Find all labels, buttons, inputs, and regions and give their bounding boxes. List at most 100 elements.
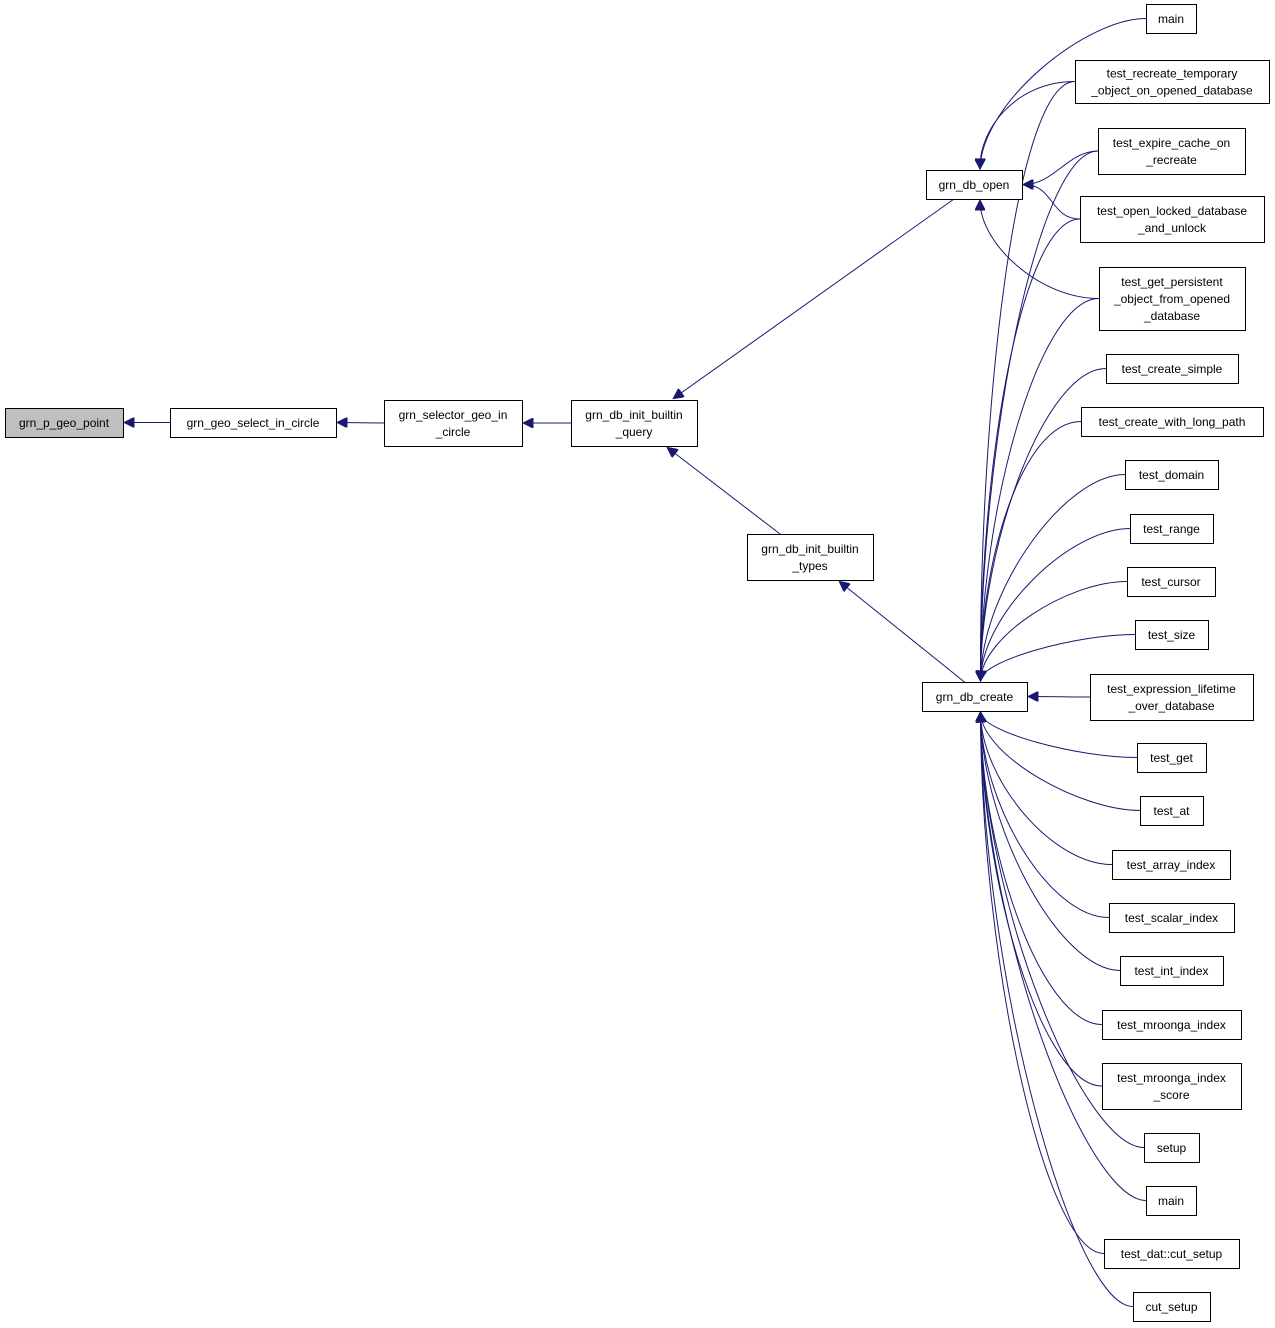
node-test-create-simple[interactable]: test_create_simple: [1106, 354, 1239, 384]
node-label: grn_geo_select_in_circle: [187, 416, 320, 430]
node-test-scalar-index[interactable]: test_scalar_index: [1109, 903, 1235, 933]
node-grn-db-init-builtin-query[interactable]: grn_db_init_builtin _query: [571, 400, 698, 447]
edge-test_recreate_temporary-to-grn_db_create: [980, 81, 1076, 681]
node-box: [1125, 460, 1219, 490]
node-test-open-locked-database-and-unlock[interactable]: test_open_locked_database_and_unlock: [1080, 196, 1265, 243]
node-label: test_mroonga_index: [1117, 1071, 1226, 1085]
edges-layer: [125, 18, 1147, 1307]
node-test-expire-cache-on-recreate[interactable]: test_expire_cache_on _recreate: [1098, 128, 1246, 175]
node-test-mroonga-index[interactable]: test_mroonga_index: [1102, 1010, 1242, 1040]
edge-grn_db_open-to-grn_db_init_builtin_query: [674, 198, 955, 398]
node-test-get[interactable]: test_get: [1137, 743, 1207, 773]
node-label: _score: [1152, 1088, 1189, 1102]
node-cut-setup[interactable]: cut_setup: [1133, 1292, 1211, 1322]
node-label: grn_p_geo_point: [19, 416, 110, 430]
edge-grn_db_create-to-grn_db_init_builtin_types: [840, 582, 965, 683]
node-setup[interactable]: setup: [1144, 1133, 1200, 1163]
node-label: _and_unlock: [1137, 221, 1207, 235]
node-box: [747, 534, 874, 581]
node-label: _types: [791, 559, 827, 573]
node-label: _recreate: [1145, 153, 1197, 167]
edge-test_size-to-grn_db_create: [981, 634, 1136, 681]
node-grn-db-create[interactable]: grn_db_create: [922, 682, 1028, 712]
node-label: test_cursor: [1141, 575, 1200, 589]
edge-test_expire_cache_on_recreate-to-grn_db_open: [1024, 150, 1099, 185]
edge-test_domain-to-grn_db_create: [981, 474, 1126, 681]
edge-test_recreate_temporary-to-grn_db_open: [980, 81, 1076, 169]
edge-test_create_simple-to-grn_db_create: [981, 368, 1107, 681]
node-label: grn_db_open: [939, 178, 1010, 192]
node-test-dat-cut-setup[interactable]: test_dat::cut_setup: [1104, 1239, 1240, 1269]
node-box: [1104, 1239, 1240, 1269]
node-box: [1102, 1010, 1242, 1040]
edge-test_at-to-grn_db_create: [981, 713, 1141, 811]
edge-test_get_persistent-to-grn_db_create: [981, 298, 1100, 681]
node-test-create-with-long-path[interactable]: test_create_with_long_path: [1081, 407, 1264, 437]
node-label: grn_db_create: [936, 690, 1014, 704]
edge-test_dat_cut_setup-to-grn_db_create: [981, 713, 1105, 1254]
node-label: test_size: [1148, 628, 1196, 642]
edge-test_create_with_long_path-to-grn_db_create: [980, 421, 1082, 681]
node-label: _database: [1143, 309, 1200, 323]
node-grn-db-init-builtin-types[interactable]: grn_db_init_builtin_types: [747, 534, 874, 581]
node-main-1[interactable]: main: [1146, 4, 1197, 34]
edge-test_mroonga_index-to-grn_db_create: [981, 713, 1103, 1025]
node-label: test_scalar_index: [1125, 911, 1218, 925]
edge-test_expression_lifetime-to-grn_db_create: [1029, 697, 1091, 698]
node-test-domain[interactable]: test_domain: [1125, 460, 1219, 490]
node-box: [1137, 743, 1207, 773]
node-main-2[interactable]: main: [1146, 1186, 1197, 1216]
node-label: test_mroonga_index: [1117, 1018, 1226, 1032]
node-box: [170, 408, 337, 438]
node-label: _object_from_opened: [1113, 292, 1230, 306]
edge-test_get_persistent-to-grn_db_open: [980, 201, 1100, 299]
node-test-size[interactable]: test_size: [1135, 620, 1209, 650]
edge-test_open_locked_database_and_unlock-to-grn_db_create: [980, 218, 1081, 680]
node-grn-p-geo-point[interactable]: grn_p_geo_point: [5, 408, 124, 438]
node-box: [1098, 128, 1246, 175]
node-label: grn_selector_geo_in: [399, 408, 508, 422]
node-box: [1112, 850, 1231, 880]
node-test-at[interactable]: test_at: [1140, 796, 1204, 826]
node-box: [1090, 674, 1254, 721]
edge-test_scalar_index-to-grn_db_create: [981, 713, 1110, 918]
node-label: test_int_index: [1134, 964, 1208, 978]
node-box: [1146, 1186, 1197, 1216]
node-box: [1109, 903, 1235, 933]
node-label: _query: [615, 425, 653, 439]
edge-test_cursor-to-grn_db_create: [981, 581, 1128, 681]
node-grn-selector-geo-in-circle[interactable]: grn_selector_geo_in _circle: [384, 400, 523, 447]
node-box: [1130, 514, 1214, 544]
node-box: [1080, 196, 1265, 243]
node-grn-db-open[interactable]: grn_db_open: [926, 170, 1023, 200]
edge-main_2-to-grn_db_create: [981, 713, 1147, 1201]
node-label: _circle: [435, 425, 471, 439]
node-test-array-index[interactable]: test_array_index: [1112, 850, 1231, 880]
edge-main_1-to-grn_db_open: [980, 18, 1147, 169]
node-box: [571, 400, 698, 447]
node-label: test_dat::cut_setup: [1121, 1247, 1223, 1261]
node-test-range[interactable]: test_range: [1130, 514, 1214, 544]
node-label: grn_db_init_builtin: [585, 408, 682, 422]
node-test-cursor[interactable]: test_cursor: [1127, 567, 1216, 597]
node-test-recreate-temporary[interactable]: test_recreate_temporary_object_on_opened…: [1075, 60, 1270, 104]
node-label: test_expire_cache_on: [1113, 136, 1230, 150]
node-box: [1106, 354, 1239, 384]
node-box: [1140, 796, 1204, 826]
node-box: [1146, 4, 1197, 34]
edge-grn_db_init_builtin_types-to-grn_db_init_builtin_query: [668, 448, 781, 535]
node-test-mroonga-index-score[interactable]: test_mroonga_index _score: [1102, 1063, 1242, 1110]
node-label: test_at: [1153, 804, 1190, 818]
node-test-expression-lifetime[interactable]: test_expression_lifetime_over_database: [1090, 674, 1254, 721]
edge-test_array_index-to-grn_db_create: [981, 713, 1113, 865]
node-test-get-persistent[interactable]: test_get_persistent_object_from_opened_d…: [1099, 267, 1246, 331]
edge-test_mroonga_index_score-to-grn_db_create: [981, 713, 1103, 1087]
node-label: test_create_with_long_path: [1099, 415, 1246, 429]
node-box: [1081, 407, 1264, 437]
node-box: [1135, 620, 1209, 650]
node-test-int-index[interactable]: test_int_index: [1120, 956, 1224, 986]
node-label: test_recreate_temporary: [1107, 67, 1238, 81]
node-grn-geo-select-in-circle[interactable]: grn_geo_select_in_circle: [170, 408, 337, 438]
node-box: [922, 682, 1028, 712]
